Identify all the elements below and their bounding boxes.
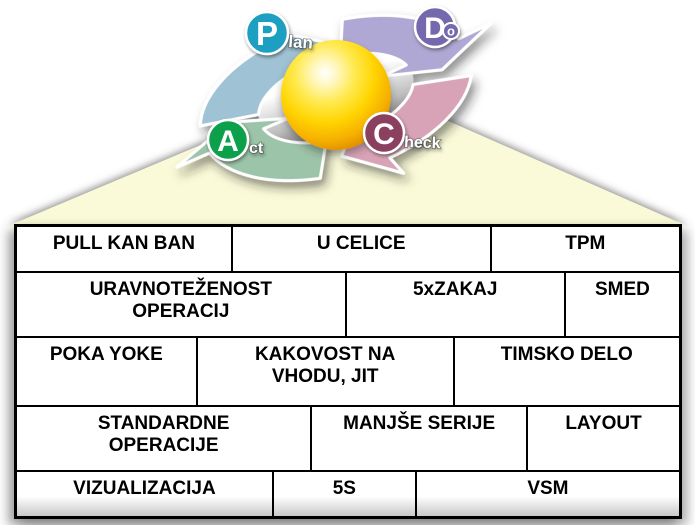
table-cell-line: OPERACIJE (108, 435, 219, 456)
center-sphere (281, 40, 391, 150)
act-letter: A (217, 125, 239, 158)
table-cell: U CELICE (233, 227, 492, 271)
act-badge-circle (206, 118, 250, 162)
plan-label-rest: lan (288, 32, 314, 53)
table-cell: SMED (566, 273, 679, 336)
table-cell: VSM (416, 472, 679, 516)
act-arrow (175, 116, 328, 183)
table-row: VIZUALIZACIJA 5S VSM (17, 472, 679, 516)
table-cell-line: TPM (565, 233, 606, 254)
table-cell-line: KAKOVOST NA (254, 344, 396, 365)
table-cell-line: LAYOUT (565, 413, 642, 434)
table-cell-line: MANJŠE SERIJE (343, 413, 496, 434)
do-label-rest: o (447, 24, 455, 39)
table-cell: VIZUALIZACIJA (17, 472, 274, 516)
table-cell: MANJŠE SERIJE (312, 407, 529, 470)
do-letter: D (424, 12, 446, 45)
table-cell-line: VHODU, JIT (271, 366, 379, 387)
check-label-rest: heck (404, 134, 441, 152)
table-cell-line: PULL KAN BAN (52, 233, 195, 254)
table-cell-line: 5xZAKAJ (412, 279, 498, 300)
check-badge-circle (362, 111, 406, 155)
table-cell: TIMSKO DELO (455, 338, 679, 405)
table-cell-line: URAVNOTEŽENOST (89, 279, 272, 300)
table-cell-line: VSM (527, 478, 569, 499)
act-label-rest: ct (249, 140, 264, 157)
table-cell: LAYOUT (528, 407, 679, 470)
table-cell-line: STANDARDNE (97, 413, 230, 434)
do-small-circle (442, 22, 460, 40)
plan-letter: P (256, 15, 278, 52)
table-cell-line: VIZUALIZACIJA (73, 478, 216, 499)
plan-badge-circle (244, 10, 290, 56)
table-cell-line: TIMSKO DELO (500, 344, 633, 365)
table-cell: 5xZAKAJ (347, 273, 566, 336)
table-cell: 5S (273, 472, 417, 516)
table-cell-line: 5S (332, 478, 356, 499)
table-cell: POKA YOKE (17, 338, 198, 405)
table-cell-line: SMED (594, 279, 650, 300)
table-cell: TPM (492, 227, 679, 271)
table-cell-line: OPERACIJ (132, 301, 230, 322)
table-cell: PULL KAN BAN (17, 227, 233, 271)
check-letter: C (373, 118, 395, 151)
table-cell-line: U CELICE (316, 233, 406, 254)
table-cell-line: POKA YOKE (49, 344, 163, 365)
table-row: PULL KAN BAN U CELICE TPM (17, 227, 679, 273)
